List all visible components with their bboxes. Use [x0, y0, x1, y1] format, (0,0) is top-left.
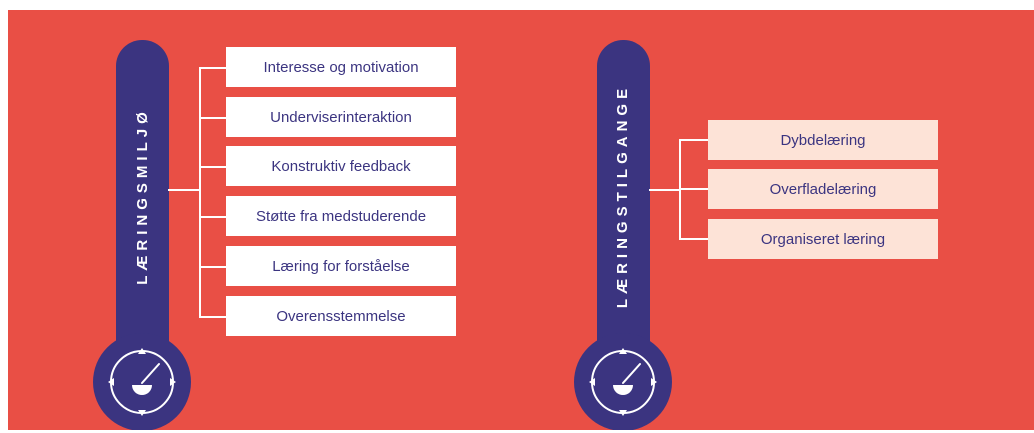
left-connector-3 [199, 166, 226, 168]
left-item-overensstemmelse: Overensstemmelse [226, 296, 456, 336]
right-connector-2 [679, 188, 708, 190]
right-thermometer-bulb [574, 333, 672, 430]
left-item-laering-forstaaelse: Læring for forståelse [226, 246, 456, 286]
right-thermometer-tube [597, 40, 650, 360]
right-thermometer-label: LÆRINGSTILGANGE [614, 83, 631, 309]
left-item-interesse: Interesse og motivation [226, 47, 456, 87]
left-connector-6 [199, 316, 226, 318]
gauge-icon [589, 348, 657, 416]
right-connector-1 [679, 139, 708, 141]
left-connector-5 [199, 266, 226, 268]
right-item-dybdelaering: Dybdelæring [708, 120, 938, 160]
diagram-panel: LÆRINGSMILJØ Interesse og motivation Und… [8, 10, 1034, 430]
left-thermometer-bulb [93, 333, 191, 430]
left-thermometer-tube [116, 40, 169, 360]
left-item-stoette: Støtte fra medstuderende [226, 196, 456, 236]
right-connector-stem [649, 189, 680, 191]
left-connector-1 [199, 67, 226, 69]
right-item-organiseret-laering: Organiseret læring [708, 219, 938, 259]
left-connector-4 [199, 216, 226, 218]
gauge-icon [108, 348, 176, 416]
right-connector-3 [679, 238, 708, 240]
left-thermometer-label: LÆRINGSMILJØ [134, 107, 151, 285]
left-item-underviserinteraktion: Underviserinteraktion [226, 97, 456, 137]
left-connector-spine [199, 67, 201, 318]
left-connector-2 [199, 117, 226, 119]
left-item-feedback: Konstruktiv feedback [226, 146, 456, 186]
left-connector-stem [168, 189, 200, 191]
right-item-overfladelaering: Overfladelæring [708, 169, 938, 209]
